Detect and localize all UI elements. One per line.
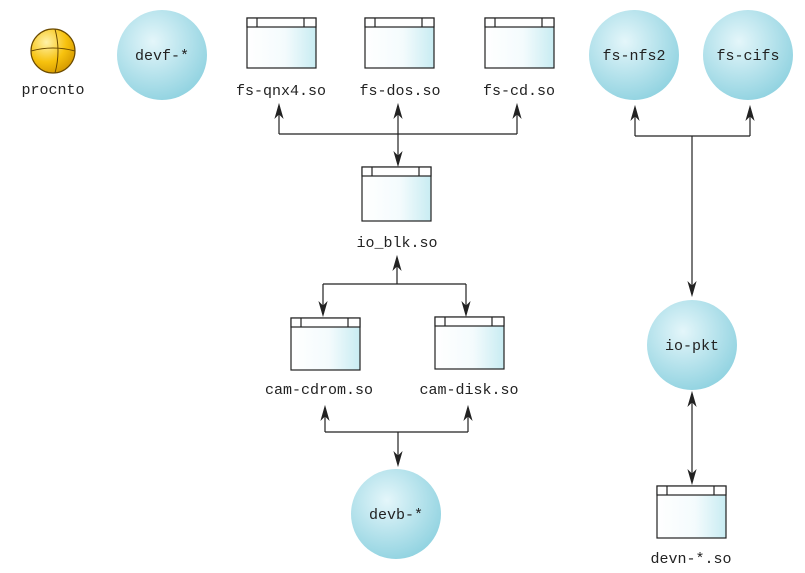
- arrow-up-icon: [687, 390, 697, 408]
- window-icon: [361, 166, 432, 222]
- arrow-up-icon: [463, 404, 473, 422]
- node-io-pkt: io-pkt: [647, 300, 737, 390]
- node-procnto: procnto: [21, 28, 85, 99]
- circle-icon: [589, 10, 679, 100]
- node-fs-dos: fs-dos.so: [359, 17, 441, 100]
- connector-io-pkt-to-network-fs: [630, 104, 755, 298]
- connector-cam-to-devb: [320, 404, 473, 468]
- connector-io-pkt-to-devn: [687, 390, 697, 486]
- procnto-label: procnto: [21, 82, 84, 99]
- connector-io-blk-to-cam: [318, 254, 471, 318]
- arrow-down-icon: [687, 280, 697, 298]
- arrow-up-icon: [393, 102, 403, 120]
- circle-icon: [703, 10, 793, 100]
- arrow-up-icon: [630, 104, 640, 122]
- io-pkt-label: io-pkt: [665, 338, 719, 355]
- arrow-down-icon: [393, 450, 403, 468]
- node-devb: devb-*: [351, 469, 441, 559]
- arrow-up-icon: [320, 404, 330, 422]
- node-cam-disk: cam-disk.so: [419, 316, 519, 399]
- window-icon: [290, 317, 361, 371]
- cam-disk-label: cam-disk.so: [419, 382, 518, 399]
- cam-cdrom-label: cam-cdrom.so: [265, 382, 373, 399]
- window-icon: [656, 485, 727, 539]
- window-icon: [246, 17, 317, 69]
- arrow-up-icon: [512, 102, 522, 120]
- arrow-down-icon: [318, 300, 328, 318]
- devb-label: devb-*: [369, 507, 423, 524]
- circle-icon: [117, 10, 207, 100]
- circle-icon: [647, 300, 737, 390]
- io-blk-label: io_blk.so: [356, 235, 437, 252]
- fs-dos-label: fs-dos.so: [359, 83, 440, 100]
- devn-label: devn-*.so: [650, 551, 731, 568]
- node-devn: devn-*.so: [650, 485, 732, 568]
- arrow-up-icon: [745, 104, 755, 122]
- node-fs-cd: fs-cd.so: [483, 17, 555, 100]
- node-fs-qnx4: fs-qnx4.so: [236, 17, 326, 100]
- devf-label: devf-*: [135, 48, 189, 65]
- window-icon: [364, 17, 435, 69]
- fs-nfs2-label: fs-nfs2: [602, 48, 665, 65]
- node-fs-cifs: fs-cifs: [703, 10, 793, 100]
- fs-cifs-label: fs-cifs: [716, 48, 779, 65]
- node-io-blk: io_blk.so: [356, 166, 438, 252]
- node-cam-cdrom: cam-cdrom.so: [265, 317, 373, 399]
- node-devf: devf-*: [117, 10, 207, 100]
- arrow-down-icon: [393, 150, 403, 168]
- arrow-down-icon: [461, 300, 471, 318]
- arrow-down-icon: [687, 468, 697, 486]
- arrow-up-icon: [392, 254, 402, 272]
- sphere-icon: [30, 28, 76, 74]
- node-fs-nfs2: fs-nfs2: [589, 10, 679, 100]
- fs-cd-label: fs-cd.so: [483, 83, 555, 100]
- fs-qnx4-label: fs-qnx4.so: [236, 83, 326, 100]
- circle-icon: [351, 469, 441, 559]
- connector-fs-to-io-blk: [274, 102, 522, 168]
- window-icon: [484, 17, 555, 69]
- window-icon: [434, 316, 505, 370]
- arrow-up-icon: [274, 102, 284, 120]
